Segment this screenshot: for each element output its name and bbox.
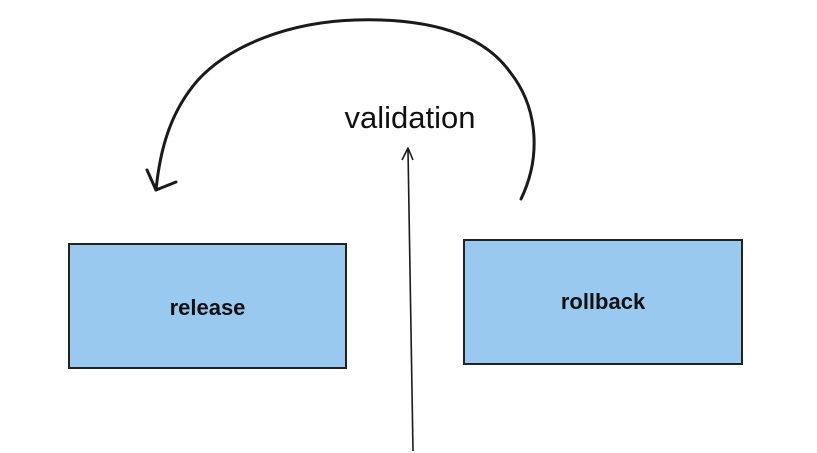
arrowhead-validation — [401, 147, 414, 161]
node-rollback: rollback — [463, 239, 743, 365]
edge-to-validation — [407, 149, 414, 452]
arrowhead-release — [145, 168, 178, 192]
node-release-label: release — [169, 295, 246, 320]
node-release: release — [68, 243, 347, 369]
node-rollback-label: rollback — [560, 289, 646, 314]
edge-rollback-to-release — [154, 18, 536, 201]
validation-label: validation — [344, 100, 476, 135]
